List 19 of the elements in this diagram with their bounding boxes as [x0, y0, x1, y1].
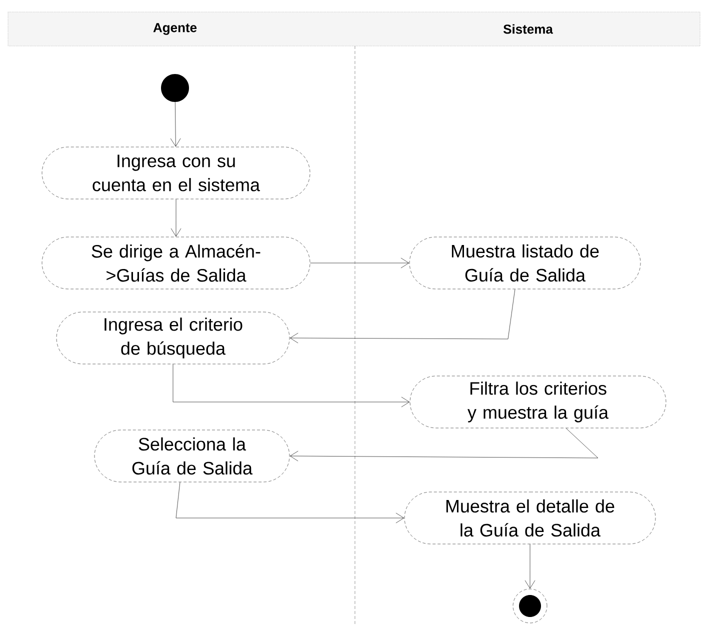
arrow [310, 258, 410, 268]
arrow [170, 102, 181, 147]
activity-box: Muestra el detalle de la Guía de Salida [404, 492, 656, 544]
arrow [172, 364, 410, 408]
arrow [170, 199, 182, 237]
arrow [524, 544, 536, 589]
end-node [512, 588, 548, 624]
start-node [161, 74, 189, 102]
activity-box: Selecciona la Guía de Salida [94, 430, 290, 482]
arrow [290, 289, 516, 344]
activity-box: Muestra listado de Guía de Salida [409, 236, 641, 290]
activity-box: Ingresa con su cuenta en el sistema [42, 146, 310, 200]
lane-title: Sistema [503, 24, 553, 34]
arrow [290, 428, 598, 462]
activity-box: Se dirige a Almacén- >Guías de Salida [42, 236, 310, 290]
activity-box: Ingresa el criterio de búsqueda [56, 312, 290, 364]
activity-box: Filtra los criterios y muestra la guía [410, 376, 666, 428]
arrow [176, 482, 404, 524]
lane-title: Agente [153, 23, 197, 35]
